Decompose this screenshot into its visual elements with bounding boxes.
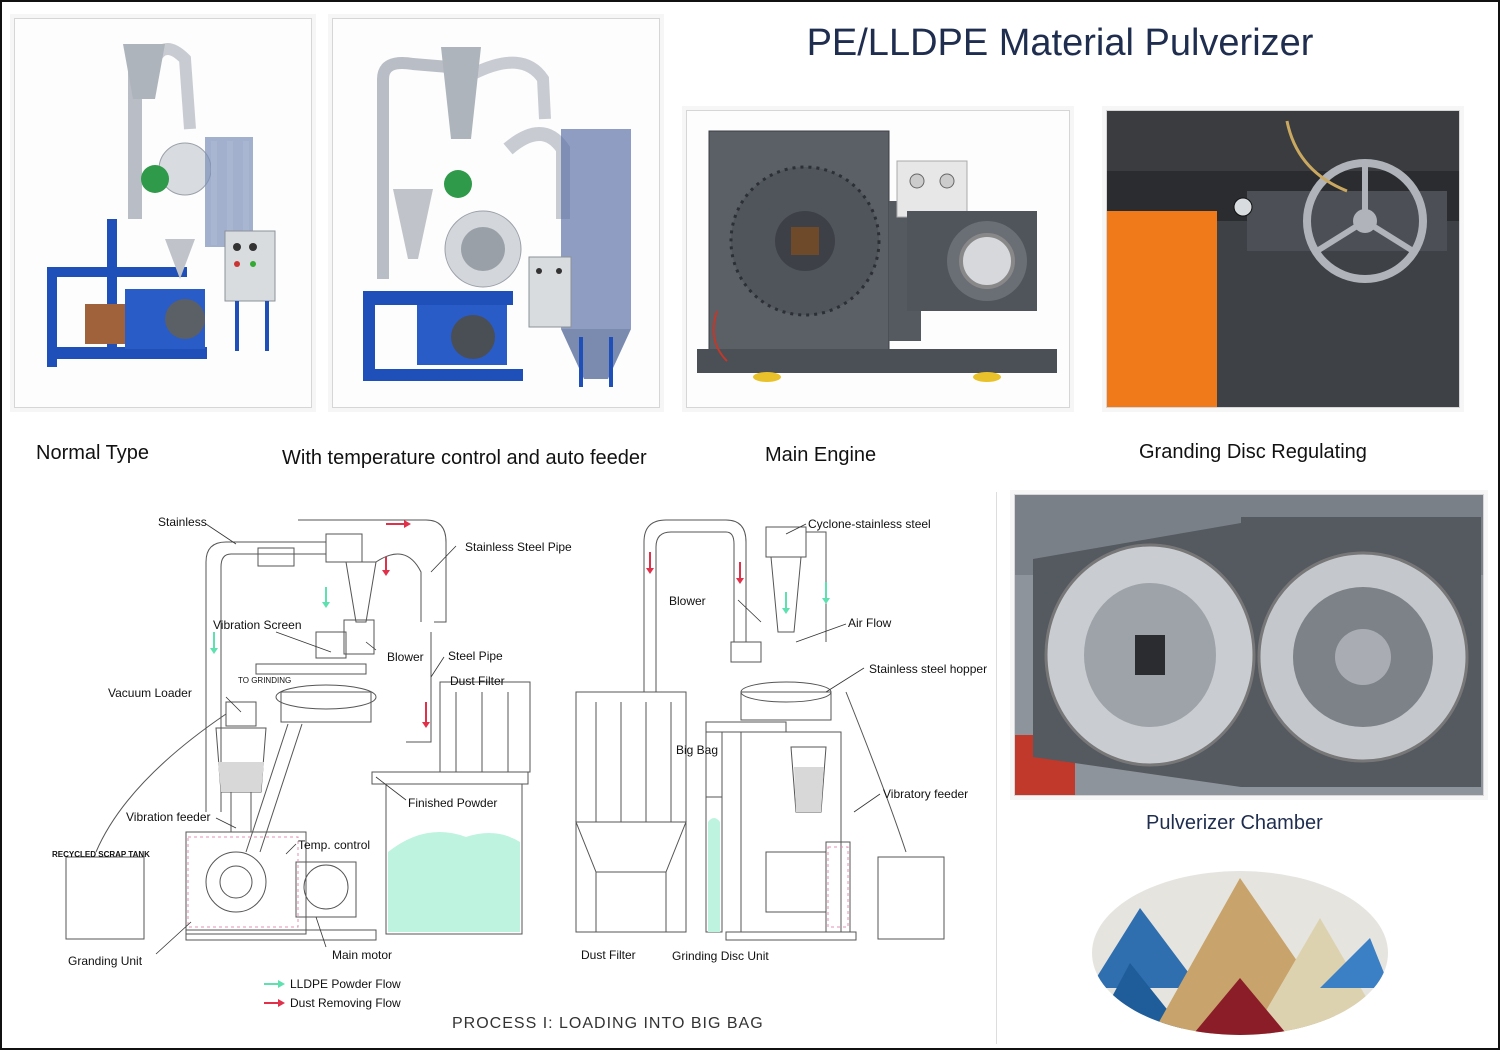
label-steel-pipe: Steel Pipe: [448, 649, 503, 663]
label-vibratory-feeder: Vibratory feeder: [883, 787, 969, 801]
label-dust-filter-left: Dust Filter: [450, 674, 505, 688]
label-recycled-scrap-tank: RECYCLED SCRAP TANK: [52, 850, 150, 859]
photo-normal-type: [14, 18, 312, 408]
auto-feeder-machine-illustration: [333, 19, 659, 407]
disc-regulating-illustration: [1107, 111, 1459, 407]
caption-main-engine: Main Engine: [765, 444, 877, 466]
photo-main-engine: [686, 110, 1070, 408]
main-engine-illustration: [687, 111, 1069, 407]
label-main-motor: Main motor: [332, 948, 393, 962]
caption-pulverizer-chamber: Pulverizer Chamber: [1146, 812, 1323, 834]
caption-disc-regulating: Granding Disc Regulating: [1139, 441, 1367, 463]
label-vibration-screen: Vibration Screen: [213, 618, 302, 632]
materials-image: [1090, 868, 1390, 1038]
pulverizer-chamber-illustration: [1015, 495, 1483, 795]
photo-auto-feeder-type: [332, 18, 660, 408]
caption-normal-type: Normal Type: [36, 442, 150, 464]
process-title: PROCESS I: LOADING INTO BIG BAG: [452, 1015, 764, 1032]
label-big-bag: Big Bag: [676, 743, 719, 757]
label-cyclone: Cyclone-stainless steel: [808, 517, 931, 531]
normal-type-machine-illustration: [15, 19, 311, 407]
label-vacuum-loader: Vacuum Loader: [108, 686, 192, 700]
label-stainless: Stainless: [158, 515, 207, 529]
legend-dust-flow: Dust Removing Flow: [290, 996, 401, 1010]
label-to-grinding: TO GRINDING: [238, 676, 292, 685]
label-finished-powder: Finished Powder: [408, 796, 498, 810]
label-granding-unit: Granding Unit: [68, 954, 143, 968]
label-air-flow: Air Flow: [848, 616, 892, 630]
process-diagram: Stainless Stainless Steel Pipe Vibration…: [26, 492, 997, 1044]
label-blower-left: Blower: [387, 650, 424, 664]
process-diagram-drawing: [65, 519, 945, 1007]
label-stainless-hopper: Stainless steel hopper: [869, 662, 988, 676]
label-blower-right: Blower: [669, 594, 706, 608]
photo-disc-regulating: [1106, 110, 1460, 408]
legend-powder-flow: LLDPE Powder Flow: [290, 977, 401, 991]
page-title: PE/LLDPE Material Pulverizer: [806, 22, 1314, 64]
flow-arrows: [210, 520, 830, 728]
caption-auto-feeder-type: With temperature control and auto feeder: [282, 447, 647, 469]
label-stainless-steel-pipe: Stainless Steel Pipe: [465, 540, 572, 554]
label-dust-filter-right: Dust Filter: [581, 948, 636, 962]
powder-materials-illustration: [1092, 871, 1388, 1035]
label-temp-control: Temp. control: [298, 838, 371, 852]
photo-pulverizer-chamber: [1014, 494, 1484, 796]
label-grinding-disc-unit: Grinding Disc Unit: [672, 949, 769, 963]
label-vibration-feeder: Vibration feeder: [126, 810, 211, 824]
